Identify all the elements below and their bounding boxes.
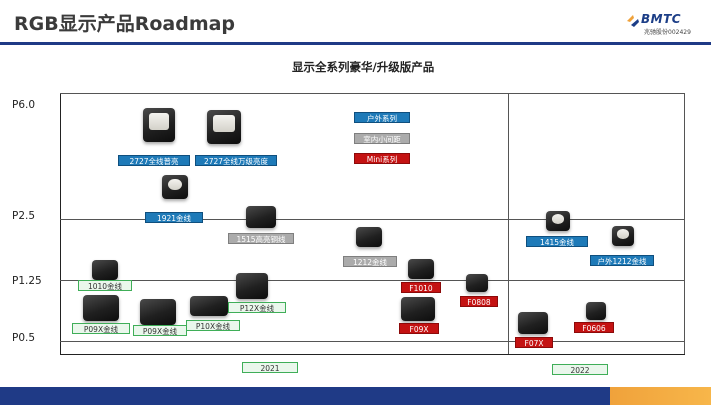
- led-chip-p12x: [236, 273, 268, 299]
- y-label-p6: P6.0: [12, 99, 36, 111]
- led-chip-1212: [356, 227, 382, 247]
- header-rule: [0, 42, 711, 45]
- y-label-p0-5: P0.5: [12, 332, 36, 344]
- led-chip-p09x-1: [83, 295, 119, 321]
- led-chip-f0606: [586, 302, 606, 320]
- product-label-p09x-1: P09X金线: [72, 323, 130, 334]
- product-label-1515: 1515高亮铜线: [228, 233, 294, 244]
- year-label-2021: 2021: [242, 362, 298, 373]
- led-chip-p09x-2: [140, 299, 176, 325]
- product-label-p10x: P10X金线: [186, 320, 240, 331]
- product-label-1921: 1921金线: [145, 212, 203, 223]
- product-label-f07x: F07X: [515, 337, 553, 348]
- led-chip-1515: [246, 206, 276, 228]
- company-logo: BMTC 兆驰股份002429: [625, 12, 705, 38]
- led-chip-p10x: [190, 296, 228, 316]
- year-label-2022: 2022: [552, 364, 608, 375]
- gridline-p0-5: [60, 341, 685, 342]
- logo-mark-icon: [627, 15, 639, 27]
- logo-subtitle: 兆驰股份002429: [644, 29, 691, 36]
- product-label-f0808: F0808: [460, 296, 498, 307]
- frame-right-line: [684, 93, 685, 355]
- legend-indoor-fine-pitch: 室内小间距: [354, 133, 410, 144]
- led-chip-1921: [162, 175, 188, 199]
- led-chip-1010: [92, 260, 118, 280]
- x-axis-line: [60, 354, 685, 355]
- product-label-2727-standard: 2727全线普亮: [118, 155, 190, 166]
- product-label-2727-high-brightness: 2727全线万级亮度: [195, 155, 277, 166]
- product-label-1010: 1010金线: [78, 280, 132, 291]
- y-label-p2-5: P2.5: [12, 210, 36, 222]
- product-label-1415: 1415金线: [526, 236, 588, 247]
- logo-name: BMTC: [641, 12, 682, 26]
- gridline-p1-25: [60, 280, 685, 281]
- led-chip-outdoor-1212: [612, 226, 634, 246]
- page-title: RGB显示产品Roadmap: [14, 13, 236, 35]
- y-label-p1-25: P1.25: [12, 275, 42, 287]
- product-label-f0606: F0606: [574, 322, 614, 333]
- legend-mini: Mini系列: [354, 153, 410, 164]
- led-chip-2727-high-brightness: [207, 110, 241, 144]
- diagram-subtitle: 显示全系列豪华/升级版产品: [292, 60, 435, 74]
- gridline-p2-5: [60, 219, 685, 220]
- y-axis-line: [60, 93, 61, 355]
- legend-outdoor: 户外系列: [354, 112, 410, 123]
- led-chip-2727-standard: [143, 108, 175, 142]
- gridline-p6: [60, 93, 685, 94]
- footer-band: [0, 387, 711, 405]
- product-label-f1010: F1010: [401, 282, 441, 293]
- led-chip-f0808: [466, 274, 488, 292]
- product-label-f09x: F09X: [399, 323, 439, 334]
- product-label-1212: 1212金线: [343, 256, 397, 267]
- product-label-p12x: P12X金线: [228, 302, 286, 313]
- led-chip-1415: [546, 211, 570, 231]
- product-label-outdoor-1212: 户外1212金线: [590, 255, 654, 266]
- led-chip-f09x: [401, 297, 435, 321]
- led-chip-f1010: [408, 259, 434, 279]
- led-chip-f07x: [518, 312, 548, 334]
- year-divider-line: [508, 93, 509, 355]
- product-label-p09x-2: P09X金线: [133, 325, 187, 336]
- footer-accent: [610, 387, 711, 405]
